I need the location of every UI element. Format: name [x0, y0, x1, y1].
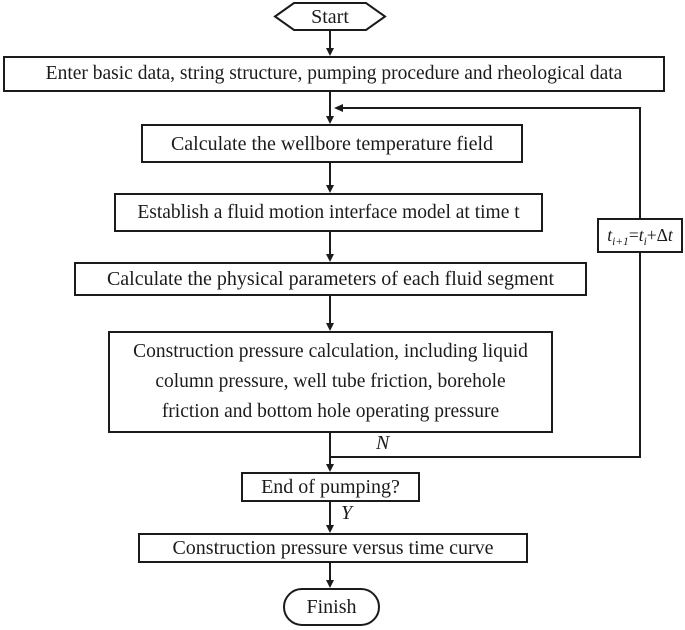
- arrowhead-pressure-to-end: [326, 464, 334, 472]
- node-time-step-increment: ti+1=ti+Δt: [597, 218, 683, 253]
- node-construction-pressure-line-1: Construction pressure calculation, inclu…: [133, 341, 528, 362]
- arrowhead-enter-to-temp: [326, 116, 334, 124]
- node-calculate-wellbore-temperature: Calculate the wellbore temperature field: [141, 124, 523, 163]
- node-construction-pressure-line-2: column pressure, well tube friction, bor…: [155, 371, 506, 392]
- arrowhead-model-to-params: [326, 254, 334, 262]
- node-calculate-physical-parameters-label: Calculate the physical parameters of eac…: [106, 268, 555, 290]
- arrowhead-start-to-enter: [326, 48, 334, 56]
- node-pressure-versus-time-curve: Construction pressure versus time curve: [138, 533, 528, 563]
- node-enter-basic-data-label: Enter basic data, string structure, pump…: [45, 63, 623, 85]
- edge-label-no: N: [374, 432, 392, 454]
- node-enter-basic-data: Enter basic data, string structure, pump…: [3, 56, 665, 92]
- node-construction-pressure-line-3: friction and bottom hole operating press…: [161, 401, 500, 422]
- arrowhead-end-to-curve: [326, 525, 334, 533]
- connector-loop-top: [342, 107, 641, 218]
- node-start-label: Start: [311, 5, 349, 28]
- node-construction-pressure-calculation: Construction pressure calculation, inclu…: [108, 331, 553, 433]
- node-calculate-wellbore-temperature-label: Calculate the wellbore temperature field: [170, 132, 494, 155]
- connector-no-branch: [330, 253, 641, 458]
- start-hexagon-shape: [273, 2, 387, 31]
- node-end-of-pumping-label: End of pumping?: [261, 476, 400, 498]
- node-end-of-pumping: End of pumping?: [241, 472, 420, 502]
- node-pressure-versus-time-curve-label: Construction pressure versus time curve: [172, 537, 494, 559]
- node-fluid-motion-interface-model-label: Establish a fluid motion interface model…: [137, 201, 520, 223]
- arrowhead-temp-to-model: [326, 185, 334, 193]
- node-fluid-motion-interface-model: Establish a fluid motion interface model…: [114, 193, 543, 232]
- arrowhead-params-to-pressure: [326, 323, 334, 331]
- edge-label-yes: Y: [339, 502, 355, 524]
- node-start: Start: [275, 3, 385, 30]
- node-finish: Finish: [283, 588, 380, 626]
- node-time-step-formula: ti+1=ti+Δt: [607, 224, 673, 248]
- node-calculate-physical-parameters: Calculate the physical parameters of eac…: [74, 262, 587, 296]
- arrowhead-curve-to-finish: [326, 580, 334, 588]
- node-finish-label: Finish: [306, 596, 357, 618]
- arrowhead-loop-into-main: [334, 104, 343, 112]
